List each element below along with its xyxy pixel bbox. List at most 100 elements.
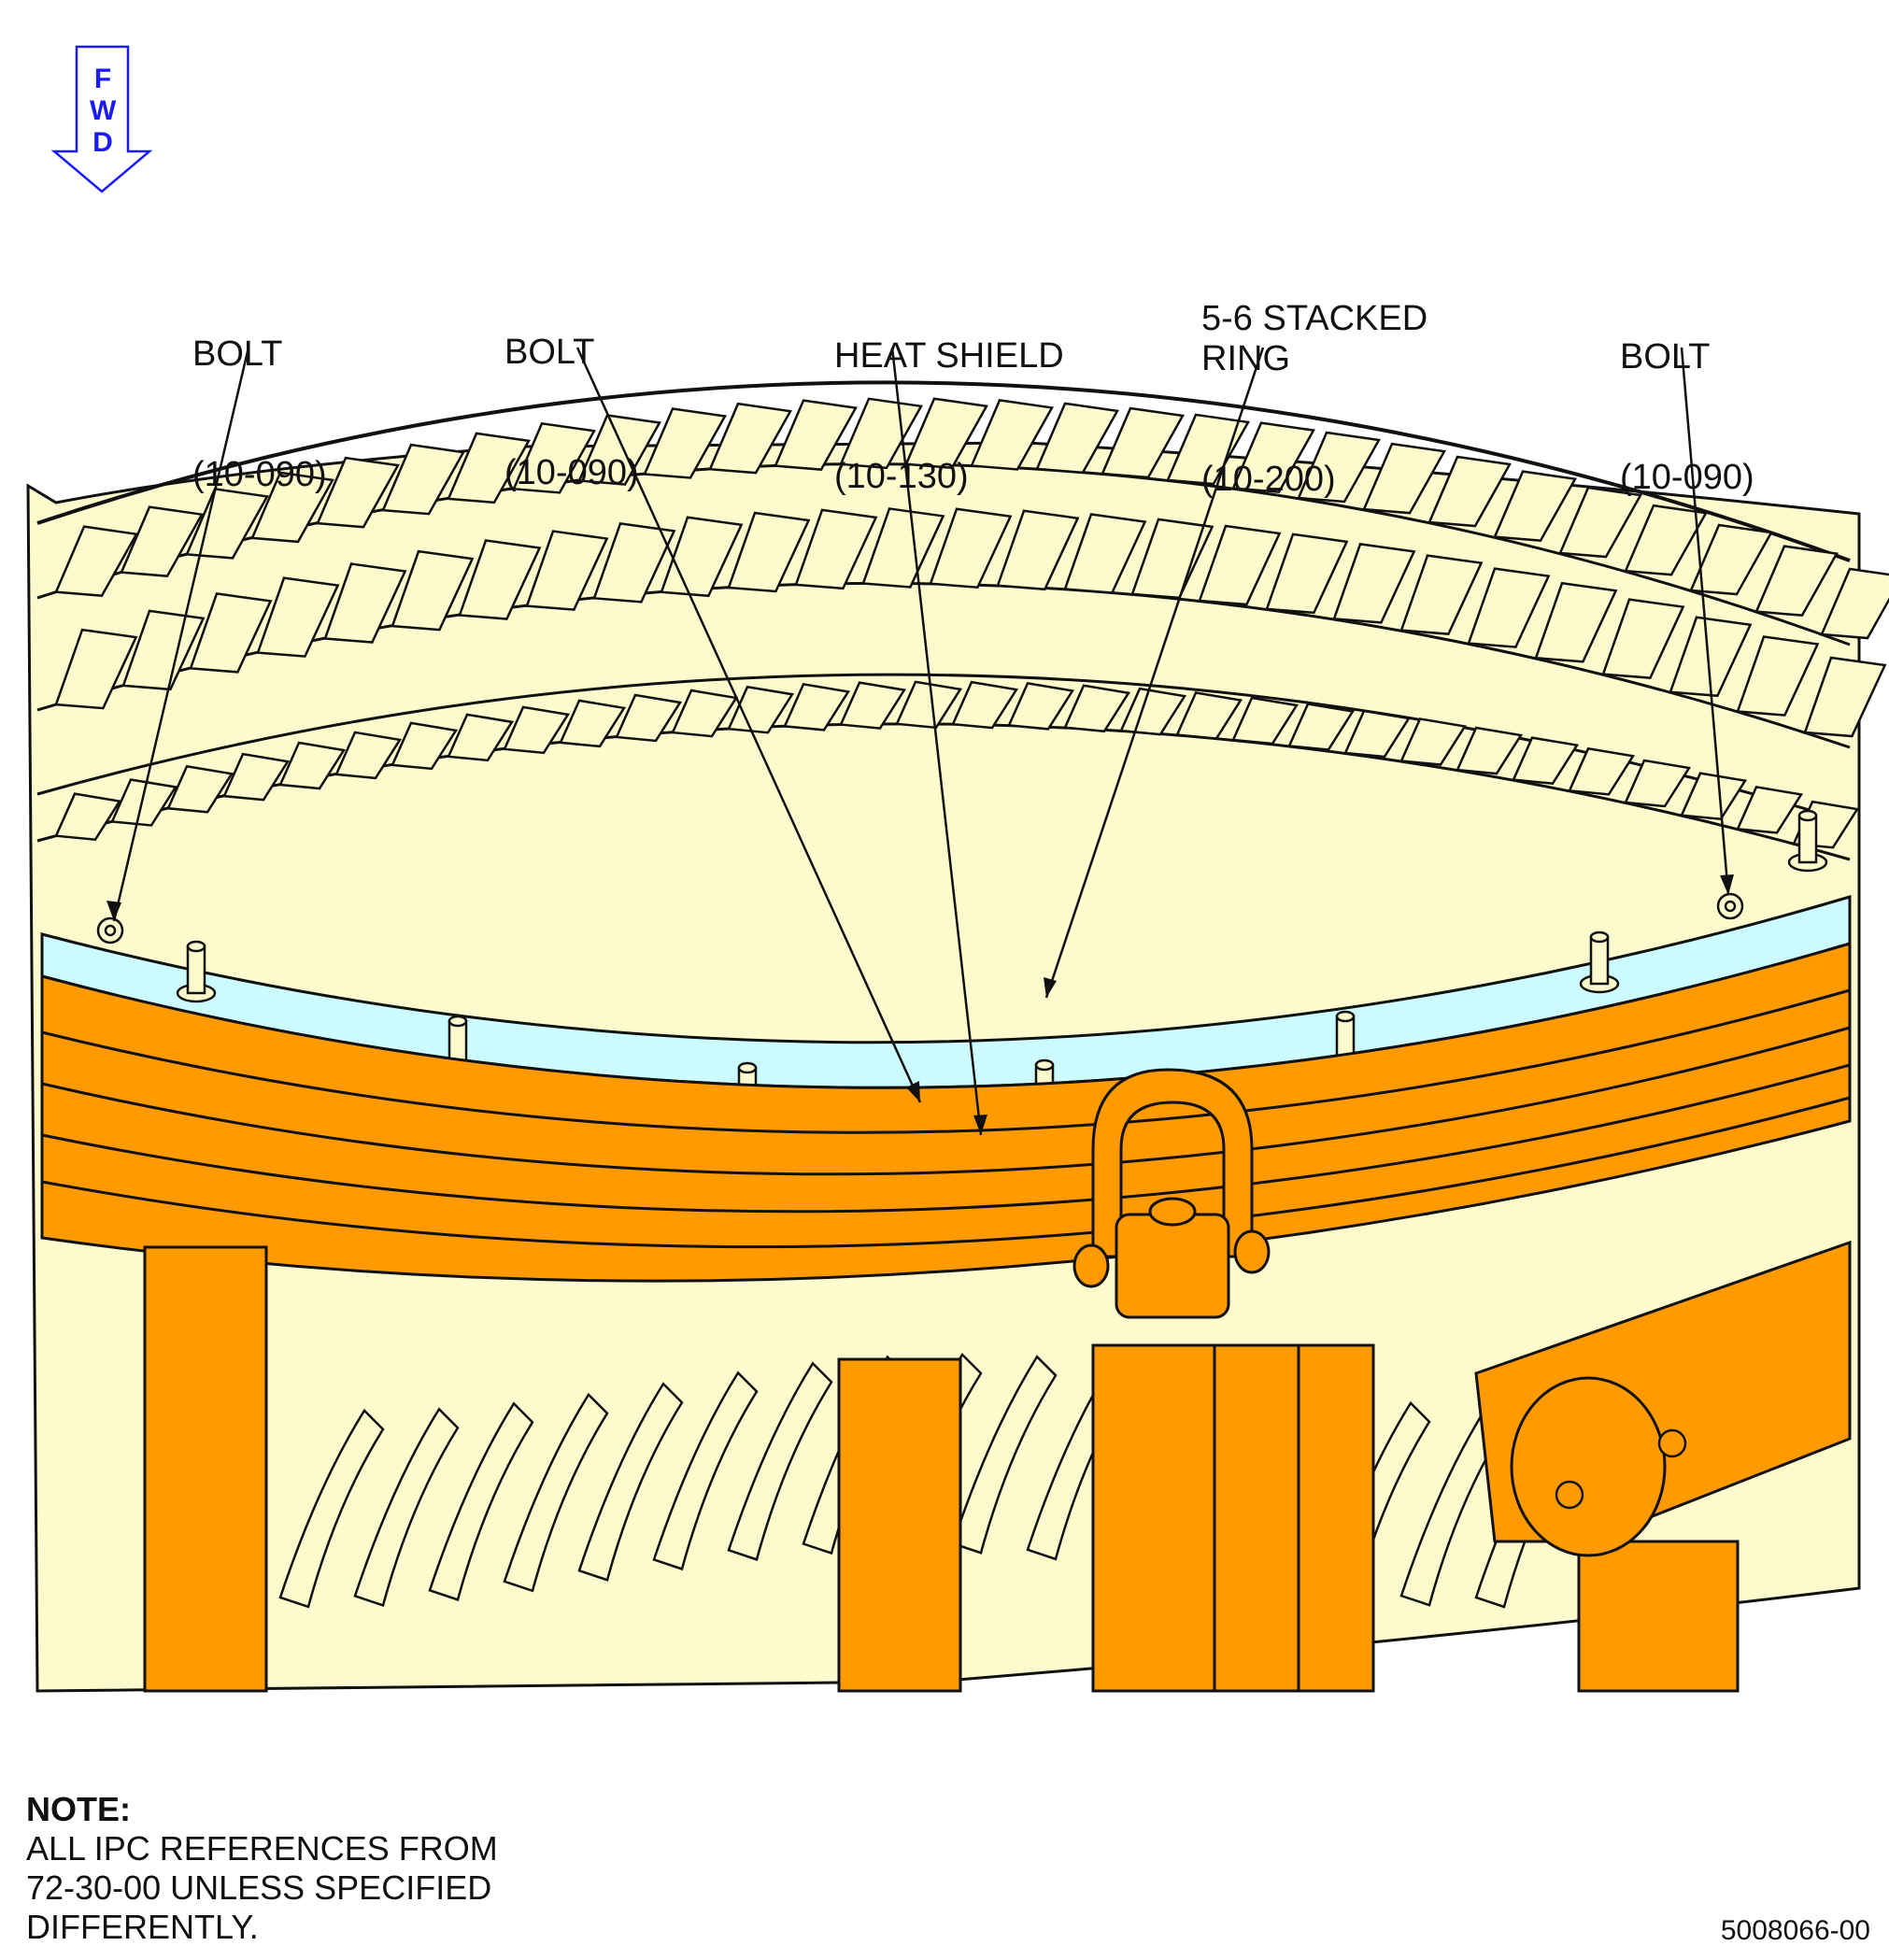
- note: NOTE: ALL IPC REFERENCES FROM 72-30-00 U…: [26, 1790, 498, 1947]
- shackle-pin: [1148, 1197, 1197, 1227]
- vane-blade: [1175, 691, 1243, 740]
- vane-blade: [381, 443, 465, 516]
- vane-blade: [1198, 524, 1282, 606]
- vane-blade: [794, 508, 878, 590]
- stacked-ring: [40, 941, 1852, 1283]
- vane-blade: [1689, 523, 1773, 596]
- shackle-pin-left: [1072, 1243, 1110, 1288]
- vane-blade: [54, 525, 138, 597]
- vane-blade: [1231, 421, 1315, 493]
- vane-blade: [189, 592, 273, 674]
- callout-label: 5-6 STACKED RING: [1201, 299, 1428, 378]
- vane-blade: [577, 414, 661, 486]
- vane-blade: [250, 471, 334, 544]
- vane-blade: [222, 752, 291, 802]
- vane-blade: [334, 731, 403, 780]
- vane-blade: [727, 511, 811, 593]
- vane-blade: [615, 693, 683, 743]
- callout-ref: (10-200): [1201, 460, 1336, 499]
- bolt-right: [1716, 892, 1744, 920]
- vane-blade: [783, 683, 851, 731]
- lifting-shackle: [1091, 1068, 1254, 1258]
- vane-blade: [120, 505, 204, 577]
- note-line-3: DIFFERENTLY.: [26, 1908, 259, 1946]
- lower-vane-blade: [951, 1355, 1058, 1555]
- lower-vane-blade: [577, 1382, 684, 1582]
- vane-blade: [1534, 581, 1618, 663]
- fixture-post-1: [143, 1245, 268, 1693]
- vane-blade: [1558, 486, 1642, 559]
- vane-blade: [256, 576, 340, 658]
- vane-blade: [970, 399, 1054, 471]
- vane-blade: [904, 397, 988, 470]
- vane-blade: [1803, 656, 1887, 738]
- vane-blade: [1297, 431, 1381, 504]
- vane-blade: [110, 778, 178, 827]
- vane-blade: [1493, 470, 1577, 542]
- vane-blade: [1362, 442, 1446, 515]
- stud: [1579, 930, 1620, 994]
- vane-blade: [503, 705, 571, 755]
- fwd-letter-d: D: [92, 127, 113, 158]
- lower-vane-blade: [278, 1408, 385, 1609]
- fixture-post-2: [837, 1357, 962, 1693]
- bracket-cover: [1510, 1376, 1667, 1557]
- vane-blade: [447, 713, 515, 762]
- stacked-ring-line-3: [41, 1063, 1851, 1214]
- vane-blade: [895, 680, 963, 730]
- vane-blade: [1343, 709, 1412, 759]
- vane-blade: [1231, 696, 1300, 746]
- arrowhead-bolt-right: [1720, 874, 1734, 895]
- vane-blade: [54, 628, 138, 710]
- bolt-left: [96, 916, 124, 944]
- callout-ref: (10-130): [834, 457, 969, 496]
- leader-bolt-right: [1680, 347, 1730, 896]
- vane-blade: [1624, 504, 1708, 576]
- vane-blade: [1063, 684, 1131, 733]
- vane-blade: [861, 507, 945, 589]
- fwd-letter-f: F: [93, 64, 112, 94]
- callout-label: BOLT: [1620, 337, 1711, 376]
- callout-label: HEAT SHIELD: [834, 336, 1064, 376]
- vane-blade: [592, 521, 676, 604]
- vane-blade: [839, 681, 907, 730]
- vane-blade: [1399, 554, 1484, 635]
- note-line-2: 72-30-00 UNLESS SPECIFIED: [26, 1868, 492, 1907]
- callout-bolt-right: BOLT (10-090): [1620, 257, 1754, 538]
- callout-ref: (10-090): [1620, 458, 1754, 497]
- cover-bolt-2: [1657, 1428, 1687, 1458]
- vane-blade: [1601, 598, 1685, 679]
- fixture-post-3: [1091, 1343, 1375, 1693]
- vane-blade: [1035, 402, 1119, 475]
- vane-blade: [1287, 703, 1356, 751]
- vane-blade: [1624, 759, 1692, 808]
- vane-blade: [1736, 786, 1804, 834]
- vane-blade: [278, 741, 347, 790]
- vane-blades: [54, 397, 1889, 849]
- stacked-ring-line-1: [41, 988, 1851, 1134]
- figure-number: 5008066-00: [1720, 1915, 1870, 1946]
- shackle-pin-right: [1233, 1229, 1271, 1274]
- vane-blade: [525, 530, 609, 611]
- callout-label: BOLT: [192, 334, 283, 374]
- leader-bolt-center: [575, 347, 922, 1103]
- stud: [176, 940, 217, 1003]
- outer-ring: [36, 380, 1851, 562]
- callout-label: BOLT: [504, 333, 595, 372]
- cover-bolt-1: [1555, 1480, 1584, 1510]
- callout-ref: (10-090): [192, 455, 327, 494]
- fixture-leg: [1577, 1540, 1740, 1693]
- vane-blade: [996, 509, 1080, 591]
- vane-blade: [1568, 746, 1636, 796]
- shackle-block: [1115, 1213, 1230, 1319]
- stud: [1787, 809, 1828, 873]
- lower-vane-blade: [503, 1392, 609, 1593]
- vane-blade: [643, 407, 727, 479]
- vane-blade: [708, 402, 792, 475]
- vane-blade: [323, 562, 407, 644]
- vane-blade: [1467, 567, 1551, 648]
- lower-vane-blade: [652, 1371, 759, 1571]
- vane-blade: [391, 721, 459, 771]
- lower-vane-blade: [727, 1361, 833, 1561]
